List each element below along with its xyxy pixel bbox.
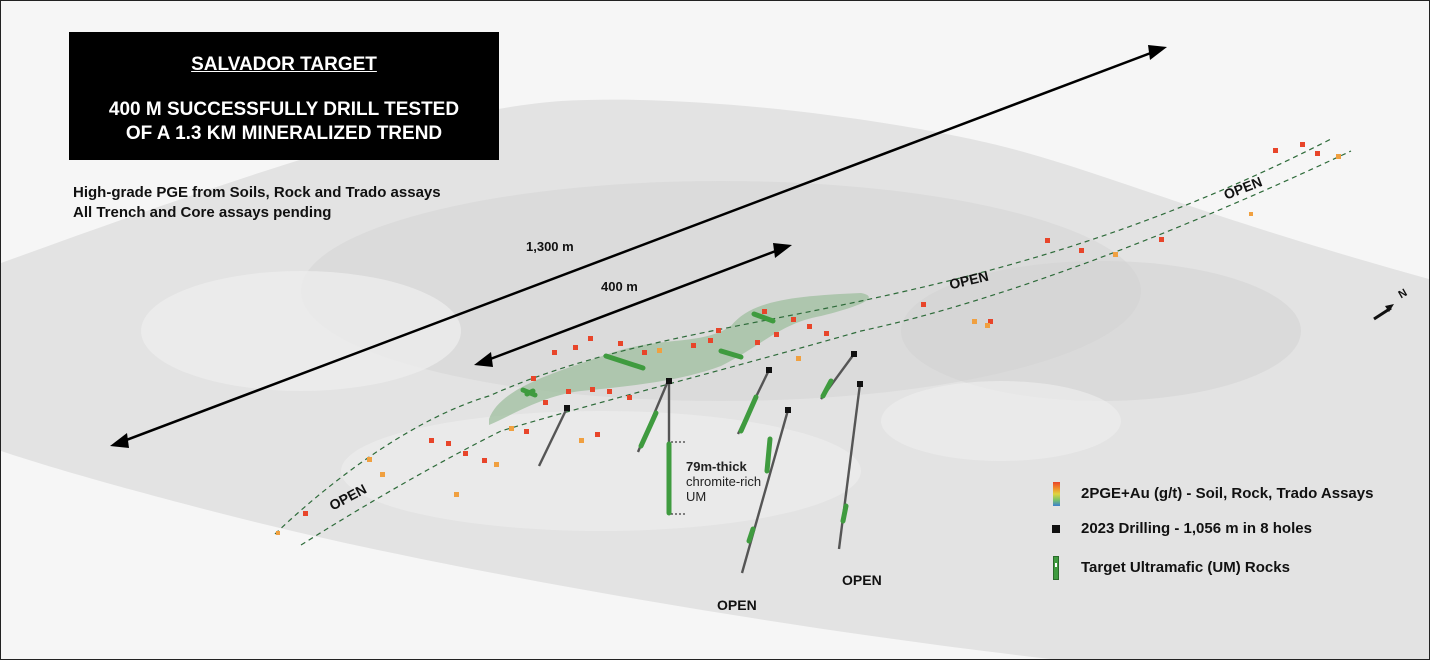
subtitle-line-2: All Trench and Core assays pending bbox=[73, 204, 332, 221]
legend-label: Target Ultramafic (UM) Rocks bbox=[1081, 559, 1290, 576]
trend-line-south bbox=[300, 150, 1352, 546]
headline-line-1: 400 M SUCCESSFULLY DRILL TESTED bbox=[108, 99, 460, 120]
open-label: OPEN bbox=[842, 572, 882, 588]
title-box: SALVADOR TARGET 400 M SUCCESSFULLY DRILL… bbox=[69, 32, 499, 160]
assay-points bbox=[276, 142, 1341, 535]
drill-collar-icon bbox=[1052, 525, 1060, 533]
terrain-shade bbox=[881, 381, 1121, 461]
um-trend-band bbox=[489, 293, 869, 425]
intercept-bracket bbox=[671, 441, 687, 515]
intercept-annotation: 79m-thick chromite-rich UM bbox=[686, 459, 761, 504]
intercept-line-3: UM bbox=[686, 489, 707, 504]
legend-label: 2023 Drilling - 1,056 m in 8 holes bbox=[1081, 520, 1312, 537]
legend-label: 2PGE+Au (g/t) - Soil, Rock, Trado Assays bbox=[1081, 485, 1374, 502]
distance-arrow-1300m bbox=[110, 45, 1167, 448]
terrain-shade bbox=[141, 271, 461, 391]
subtitle-line-1: High-grade PGE from Soils, Rock and Trad… bbox=[73, 184, 441, 201]
terrain-shade bbox=[341, 411, 861, 531]
distance-arrow-400m bbox=[474, 243, 792, 367]
page-title: SALVADOR TARGET bbox=[191, 54, 377, 75]
open-label: OPEN bbox=[717, 597, 757, 613]
distance-label-1300m: 1,300 m bbox=[526, 239, 574, 254]
um-rock-icon bbox=[1053, 556, 1059, 580]
distance-label-400m: 400 m bbox=[601, 279, 638, 294]
headline-line-2: OF A 1.3 KM MINERALIZED TREND bbox=[125, 123, 443, 144]
intercept-line-2: chromite-rich bbox=[686, 474, 762, 489]
terrain-shade bbox=[901, 261, 1301, 401]
color-ramp-icon bbox=[1053, 482, 1060, 506]
um-interval bbox=[520, 311, 849, 544]
drill-collar bbox=[564, 351, 863, 413]
intercept-line-1: 79m-thick bbox=[686, 459, 747, 474]
headline: 400 M SUCCESSFULLY DRILL TESTED OF A 1.3… bbox=[69, 98, 499, 146]
north-arrow-icon bbox=[1373, 304, 1394, 321]
